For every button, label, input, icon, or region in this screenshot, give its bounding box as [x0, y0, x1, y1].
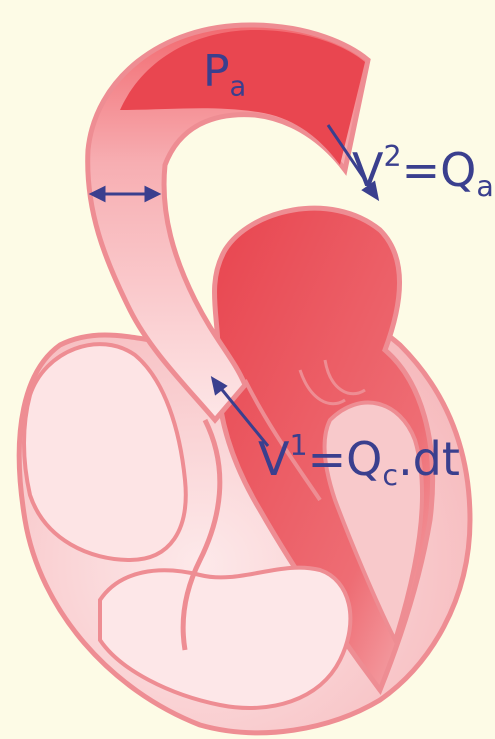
aortic-volume-label: V2=Qa [352, 143, 494, 201]
pressure-base: P [203, 46, 230, 97]
v2-eq: =Q [402, 143, 477, 197]
ventricular-volume-label: V1=Qc.dt [258, 432, 460, 490]
v2-sub: a [476, 170, 493, 203]
v1-sub: c [382, 459, 398, 492]
v2-sup: 2 [383, 140, 401, 173]
pressure-sub: a [230, 72, 247, 103]
v1-base: V [258, 432, 289, 486]
v1-tail: .dt [398, 432, 460, 486]
v1-sup: 1 [289, 429, 307, 462]
v2-base: V [352, 143, 383, 197]
pressure-label: Pa [203, 50, 246, 101]
v1-eq: =Q [308, 432, 383, 486]
